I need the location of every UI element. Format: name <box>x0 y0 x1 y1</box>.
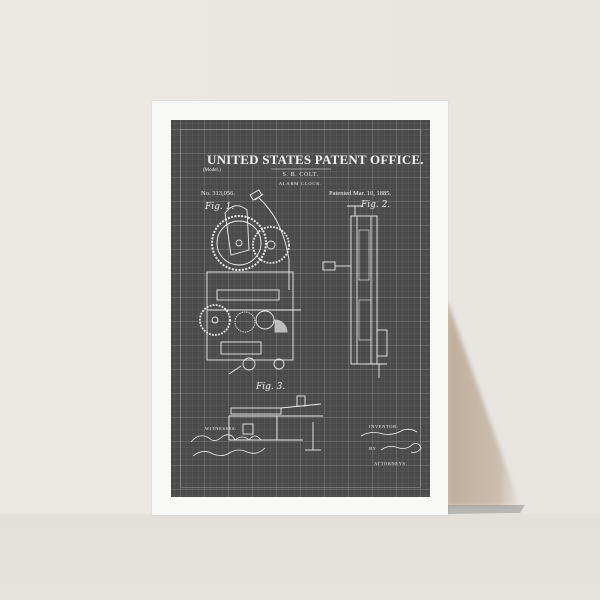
large-gear-icon <box>211 215 267 271</box>
inventor-label: INVENTOR: <box>369 424 399 429</box>
fig-1-label: Fig. 1. <box>205 202 235 212</box>
alarm-clock-mechanism-drawing <box>190 168 422 457</box>
patent-office-header: UNITED STATES PATENT OFFICE. <box>207 152 424 167</box>
attorneys-label: ATTORNEYS. <box>374 461 408 466</box>
fig-3-label: Fig. 3. <box>256 382 286 392</box>
patent-number: No. 313,056. <box>201 190 235 197</box>
by-label: BY <box>369 446 377 451</box>
patent-subject: ALARM CLOCK. <box>278 181 323 186</box>
patent-date: Patented Mar. 10, 1885. <box>329 190 392 197</box>
inventor-name: S. B. COLT. <box>282 172 319 178</box>
witnesses-label: WITNESSES: <box>205 426 238 431</box>
patent-print-paper: UNITED STATES PATENT OFFICE. (Model.) S.… <box>152 101 448 515</box>
model-note: (Model.) <box>203 168 221 173</box>
floor-surface <box>0 514 600 600</box>
panel-inner-border <box>180 129 421 488</box>
blueprint-panel: UNITED STATES PATENT OFFICE. (Model.) S.… <box>171 120 430 497</box>
fig-2-label: Fig. 2. <box>361 200 391 210</box>
